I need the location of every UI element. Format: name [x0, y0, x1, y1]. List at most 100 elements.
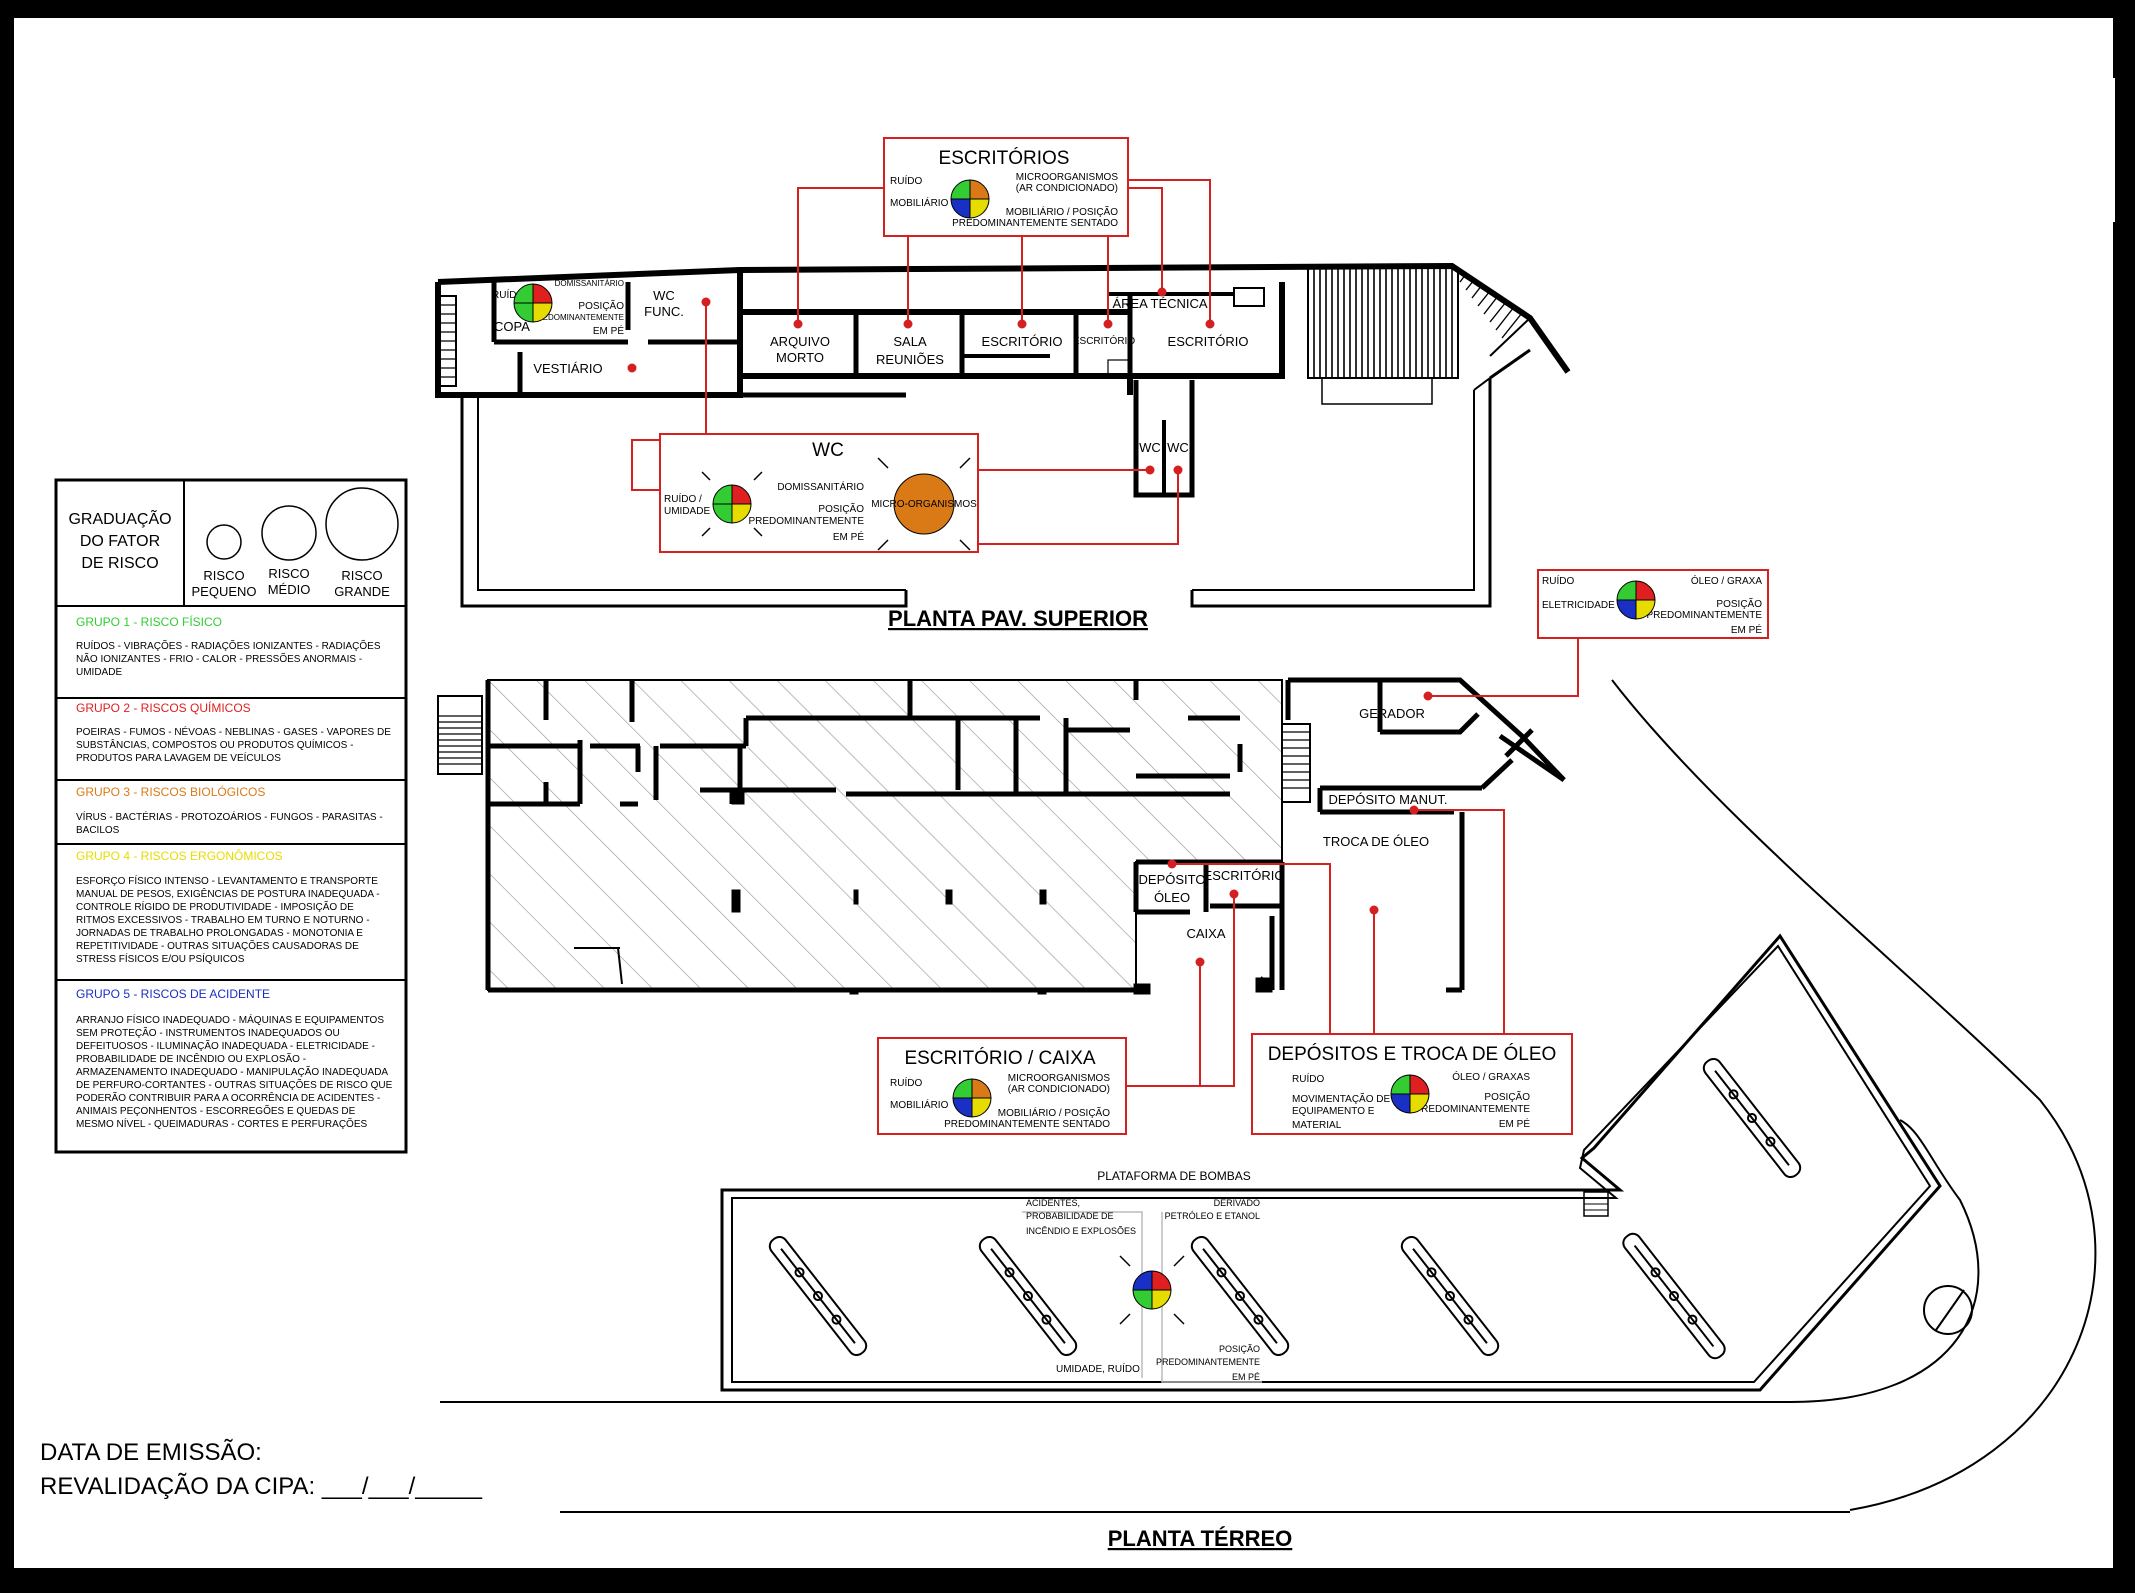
risk-box-wc: WC RUÍDO / UMIDADE DOMISSANITÁRIO POSIÇÃ…: [659, 433, 979, 553]
footer-emission-date: DATA DE EMISSÃO:: [40, 1439, 262, 1466]
legend-group-line: REPETITIVIDADE - OUTRAS SITUAÇÕES CAUSAD…: [76, 939, 359, 952]
risk-box-copa: RUÍDO DOMISSANITÁRIO POSIÇÃO PREDOMINANT…: [492, 279, 624, 337]
legend-scale-label: MÉDIO: [268, 582, 311, 597]
risk-text: RUÍDO: [1542, 574, 1574, 587]
risk-text: POSIÇÃO: [578, 299, 624, 312]
risk-text: UMIDADE: [664, 506, 710, 517]
risk-text: MOBILIÁRIO: [890, 196, 949, 209]
room-sala-2: REUNIÕES: [876, 352, 944, 367]
risk-text: DOMISSANITÁRIO: [555, 279, 624, 288]
legend-group-line: SUBSTÂNCIAS, COMPOSTOS OU PRODUTOS QUÍMI…: [76, 738, 353, 751]
risk-text: MICRO-ORGANISMOS: [871, 499, 977, 510]
risk-medium-circle: [261, 505, 317, 561]
risk-text: UMIDADE, RUÍDO: [1056, 1362, 1140, 1375]
legend-group-line: MESMO NÍVEL - QUEIMADURAS - CORTES E PER…: [76, 1117, 367, 1130]
legend-group-title: GRUPO 2 - RISCOS QUÍMICOS: [76, 700, 251, 715]
risk-text: PROBABILIDADE DE: [1026, 1211, 1114, 1221]
legend-group-line: SEM PROTEÇÃO - INSTRUMENTOS INADEQUADOS …: [76, 1026, 340, 1039]
risk-pie-gerador: [1616, 580, 1656, 620]
legend-scale-title-3: DE RISCO: [81, 555, 158, 572]
risk-title-escritorios: ESCRITÓRIOS: [939, 147, 1070, 169]
risk-text: EM PÉ: [1731, 623, 1762, 636]
legend-group-line: PODERÃO CONTRIBUIR PARA A OCORRÊNCIA DE …: [76, 1091, 380, 1104]
legend-group-line: DEFEITUOSOS - ILUMINAÇÃO INADEQUADA - EL…: [76, 1039, 375, 1052]
room-escritorio-ground: ESCRITÓRIO: [1204, 868, 1285, 883]
risk-text: INCÊNDIO E EXPLOSÕES: [1026, 1226, 1136, 1236]
legend-scale-title-1: GRADUAÇÃO: [68, 508, 171, 528]
risk-pie-wc: [712, 484, 752, 524]
risk-pie-bombas: [1132, 1270, 1172, 1310]
room-deposito-oleo-1: DEPÓSITO: [1139, 872, 1206, 887]
room-deposito-manut: DEPÓSITO MANUT.: [1329, 792, 1448, 807]
risk-text: EM PÉ: [593, 324, 624, 337]
risk-text: EM PÉ: [1232, 1372, 1260, 1382]
risk-text: ÓLEO / GRAXAS: [1452, 1070, 1530, 1083]
risk-connectors: [631, 179, 1579, 1087]
risk-text: ELETRICIDADE: [1542, 600, 1615, 611]
legend-group-line: ARRANJO FÍSICO INADEQUADO - MÁQUINAS E E…: [76, 1013, 384, 1026]
risk-small-circle: [206, 524, 242, 560]
risk-text: PREDOMINANTEMENTE: [1646, 610, 1762, 621]
corner-tab-right: [2113, 222, 2135, 1588]
risk-text: DOMISSANITÁRIO: [777, 480, 864, 493]
risk-text: PREDOMINANTEMENTE: [1414, 1104, 1530, 1115]
legend-group-title: GRUPO 4 - RISCOS ERGONÔMICOS: [76, 848, 283, 863]
risk-large-circle: [325, 487, 399, 561]
ground-floor-plan: [437, 677, 2097, 1513]
risk-box-gerador: RUÍDO ELETRICIDADE ÓLEO / GRAXA POSIÇÃO …: [1537, 569, 1769, 639]
title-ground-floor: PLANTA TÉRREO: [1108, 1526, 1293, 1551]
risk-title-escritorio-caixa: ESCRITÓRIO / CAIXA: [904, 1047, 1095, 1069]
legend-group-line: PROBABILIDADE DE INCÊNDIO OU EXPLOSÃO -: [76, 1052, 306, 1065]
legend-group-line: BACILOS: [76, 825, 120, 836]
risk-text: RUÍDO: [890, 1076, 922, 1089]
risk-text: MOBILIÁRIO / POSIÇÃO: [998, 1106, 1110, 1119]
room-area-tecnica: ÁREA TÉCNICA: [1112, 296, 1207, 311]
legend-group-line: RUÍDOS - VIBRAÇÕES - RADIAÇÕES IONIZANTE…: [76, 639, 381, 652]
room-labels: COPA WC FUNC. VESTIÁRIO ARQUIVO MORTO SA…: [494, 288, 1447, 941]
risk-box-depositos: DEPÓSITOS E TROCA DE ÓLEO RUÍDO MOVIMENT…: [1251, 1033, 1573, 1135]
risk-title-depositos: DEPÓSITOS E TROCA DE ÓLEO: [1268, 1043, 1557, 1065]
risk-text: MATERIAL: [1292, 1120, 1342, 1131]
risk-text: EM PÉ: [1499, 1117, 1530, 1130]
risk-text: ÓLEO / GRAXA: [1691, 574, 1762, 587]
legend-group-line: PRODUTOS PARA LAVAGEM DE VEÍCULOS: [76, 751, 281, 764]
risk-text: EM PÉ: [833, 530, 864, 543]
legend-scale-title-2: DO FATOR: [80, 533, 160, 550]
risk-text: ACIDENTES,: [1026, 1198, 1080, 1208]
risk-title-wc: WC: [812, 440, 844, 461]
legend-scale-label: PEQUENO: [191, 584, 256, 599]
footer-revalidation: REVALIDAÇÃO DA CIPA: ___/___/_____: [40, 1473, 483, 1500]
room-sala-1: SALA: [893, 334, 927, 349]
risk-text: RUÍDO: [1292, 1072, 1324, 1085]
risk-text: POSIÇÃO: [1716, 597, 1762, 610]
risk-pie-escritorios: [950, 179, 990, 219]
risk-text: PREDOMINANTEMENTE: [532, 313, 624, 322]
risk-legend: GRADUAÇÃO DO FATOR DE RISCO RISCO PEQUEN…: [54, 478, 408, 1154]
room-escritorio-1: ESCRITÓRIO: [982, 334, 1063, 349]
risk-text: DERIVADO: [1214, 1198, 1260, 1208]
corner-tab-top: [2113, 0, 2135, 78]
legend-group-line: POEIRAS - FUMOS - NÉVOAS - NEBLINAS - GA…: [76, 725, 391, 738]
risk-text: PREDOMINANTEMENTE SENTADO: [952, 218, 1118, 229]
risk-text: RUÍDO: [890, 174, 922, 187]
risk-rays-bombas: [1119, 1255, 1185, 1325]
legend-group-line: RITMOS EXCESSIVOS - TRABALHO EM TURNO E …: [76, 915, 370, 926]
risk-text: POSIÇÃO: [1484, 1090, 1530, 1103]
legend-group-line: JORNADAS DE TRABALHO PROLONGADAS - MONOT…: [76, 928, 363, 939]
risk-pie-escritorio-caixa: [952, 1078, 992, 1118]
risk-text: MICROORGANISMOS: [1008, 1073, 1111, 1084]
upper-floor-plan: [435, 262, 1571, 608]
risk-box-escritorios: ESCRITÓRIOS RUÍDO MOBILIÁRIO MICROORGANI…: [883, 137, 1129, 237]
legend-scale-label: RISCO: [203, 568, 244, 583]
room-wc-func-2: FUNC.: [644, 304, 684, 319]
room-arquivo-2: MORTO: [776, 350, 824, 365]
risk-text: EQUIPAMENTO E: [1292, 1106, 1375, 1117]
legend-group-title: GRUPO 1 - RISCO FÍSICO: [76, 614, 222, 629]
risk-text: (AR CONDICIONADO): [1016, 183, 1118, 194]
legend-scale-label: RISCO: [341, 568, 382, 583]
legend-group-line: ESFORÇO FÍSICO INTENSO - LEVANTAMENTO E …: [76, 874, 378, 887]
legend-group-line: ARMAZENAMENTO INADEQUADO - MANIPULAÇÃO I…: [76, 1065, 388, 1078]
legend-group-line: UMIDADE: [76, 667, 122, 678]
legend-group-title: GRUPO 3 - RISCOS BIOLÓGICOS: [76, 784, 265, 799]
